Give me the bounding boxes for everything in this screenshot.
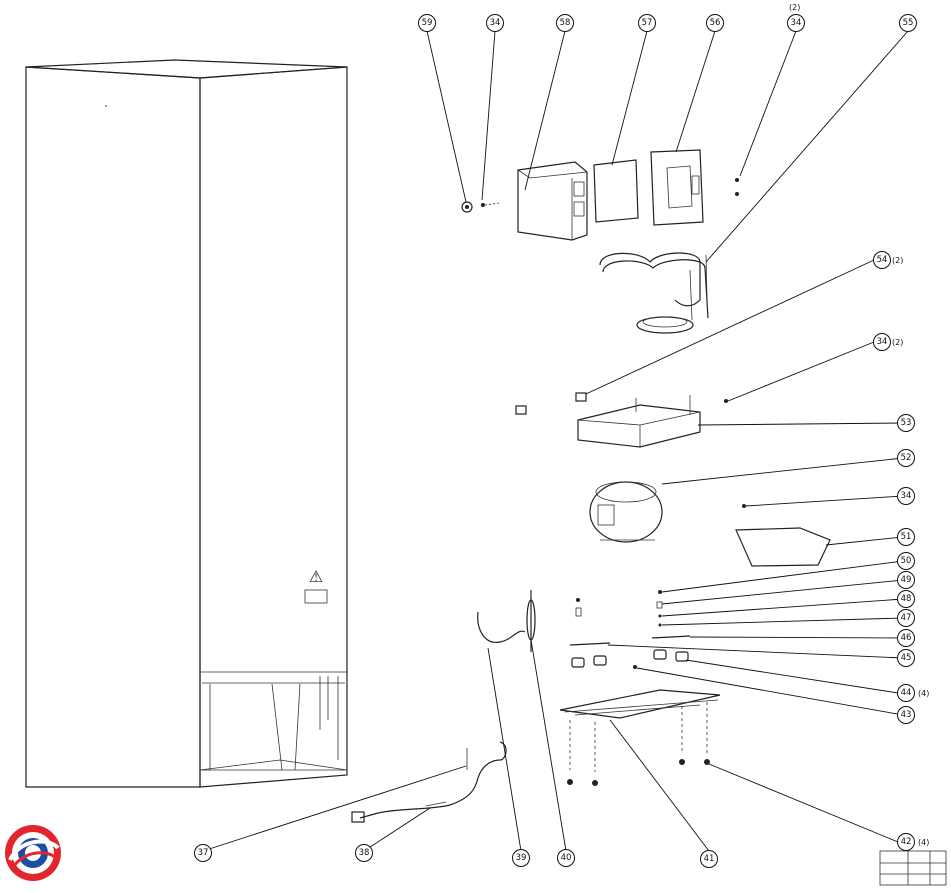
callout-52: 52: [897, 449, 915, 467]
svg-text:57: 57: [642, 18, 653, 28]
svg-text:52: 52: [901, 453, 912, 463]
callout-49: 49: [897, 571, 915, 589]
callout-56: 56: [706, 14, 724, 32]
svg-text:(2): (2): [892, 338, 903, 347]
svg-text:(4): (4): [918, 689, 929, 698]
title-block-grid: [879, 850, 947, 886]
part-51-drip-tray: [735, 527, 831, 567]
svg-text:38: 38: [359, 848, 370, 858]
leader-lines: [202, 30, 909, 852]
callout-42: 42 (4): [897, 833, 929, 851]
callout-47: 47: [897, 609, 915, 627]
svg-text:51: 51: [901, 532, 912, 542]
part-58-control-box: [517, 161, 588, 241]
svg-text:(2): (2): [892, 256, 903, 265]
callout-48: 48: [897, 590, 915, 608]
callout-45: 45: [897, 649, 915, 667]
callout-40: 40: [557, 849, 575, 867]
callout-44: 44 (4): [897, 684, 929, 702]
warning-icon: ⚠: [309, 567, 323, 586]
svg-text:41: 41: [704, 854, 715, 864]
callout-41: 41: [700, 850, 718, 868]
part-59-knob: [461, 201, 473, 213]
svg-text:58: 58: [560, 18, 571, 28]
svg-text:55: 55: [903, 18, 914, 28]
svg-text:(2): (2): [789, 3, 800, 12]
part-57-cover: [593, 159, 639, 223]
svg-text:37: 37: [198, 848, 209, 858]
parts: [351, 149, 831, 823]
callout-53: 53: [897, 414, 915, 432]
callout-37: 37: [194, 844, 212, 862]
svg-text:34: 34: [791, 18, 802, 28]
brand-logo: [5, 825, 61, 881]
svg-text:42: 42: [901, 837, 912, 847]
callout-58: 58: [556, 14, 574, 32]
callout-34-drip: 34: [897, 487, 915, 505]
svg-text:44: 44: [901, 688, 912, 698]
callout-51: 51: [897, 528, 915, 546]
svg-text:54: 54: [877, 255, 888, 265]
part-54-clip: [575, 392, 587, 402]
svg-text:34: 34: [877, 337, 888, 347]
callout-39: 39: [512, 849, 530, 867]
part-52-compressor: [589, 481, 663, 543]
svg-text:39: 39: [516, 853, 527, 863]
svg-text:47: 47: [901, 613, 912, 623]
svg-text:59: 59: [422, 18, 433, 28]
refrigerator-cabinet: ⚠: [25, 59, 348, 788]
part-56-frame: [650, 149, 704, 226]
part-44-rubber-foot: [571, 657, 585, 668]
callout-50: 50: [897, 552, 915, 570]
svg-text:34: 34: [901, 491, 912, 501]
svg-text:48: 48: [901, 594, 912, 604]
callout-57: 57: [638, 14, 656, 32]
svg-text:34: 34: [490, 18, 501, 28]
callout-43: 43: [897, 706, 915, 724]
callout-34-tray: 34 (2): [873, 333, 903, 351]
svg-text:49: 49: [901, 575, 912, 585]
svg-text:50: 50: [901, 556, 912, 566]
callout-34-qty2: 34 (2): [787, 3, 805, 32]
callout-46: 46: [897, 629, 915, 647]
svg-text:(4): (4): [918, 838, 929, 847]
part-39-tube: [477, 611, 526, 643]
svg-text:40: 40: [561, 853, 572, 863]
callout-55: 55: [899, 14, 917, 32]
svg-text:46: 46: [901, 633, 912, 643]
svg-text:43: 43: [901, 710, 912, 720]
callout-59: 59: [418, 14, 436, 32]
part-53-tray: [577, 395, 701, 448]
svg-text:45: 45: [901, 653, 912, 663]
callout-54: 54 (2): [873, 251, 903, 269]
part-38-power-cord: [351, 741, 507, 823]
callouts: 59 34 58 57 56 34 (2) 55 54 (2) 34 (2) 53 5…: [194, 3, 929, 868]
callout-34: 34: [486, 14, 504, 32]
callout-38: 38: [355, 844, 373, 862]
part-41-base-plate: [559, 689, 721, 772]
svg-text:56: 56: [710, 18, 721, 28]
part-55-evaporator-coil: [599, 252, 709, 334]
svg-text:53: 53: [901, 418, 912, 428]
